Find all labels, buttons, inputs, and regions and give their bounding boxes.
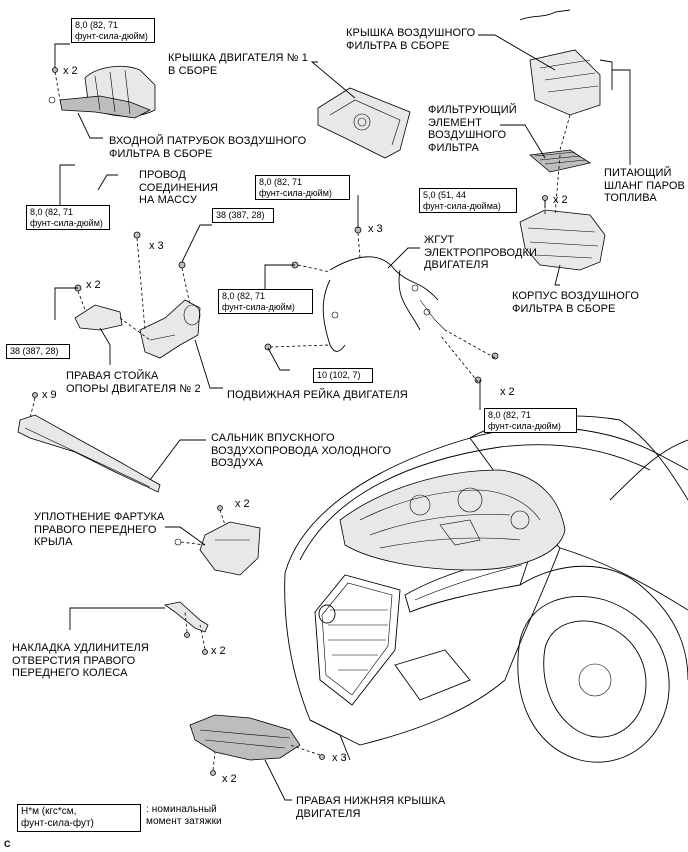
leader-lines [29,34,631,801]
label-engine-cover-no1: КРЫШКА ДВИГАТЕЛЯ № 1 В СБОРЕ [168,52,309,77]
engine-mount-stay-part [74,304,123,331]
qty-under-cover-left-bolts: x 2 [222,773,237,785]
air-cleaner-cap-part [519,9,613,116]
label-engine-mount-stay: ПРАВАЯ СТОЙКА ОПОРЫ ДВИГАТЕЛЯ № 2 [66,370,201,395]
label-ground-wire: ПРОВОД СОЕДИНЕНИЯ НА МАССУ [139,169,219,206]
qty-inlet-duct-bolts: x 2 [63,65,78,77]
legend-torque-unit-box: Н*м (кгс*см, фунт-сила-фут) [17,804,141,832]
figure-code: C [4,839,11,849]
label-air-cleaner-case: КОРПУС ВОЗДУШНОГО ФИЛЬТРА В СБОРЕ [512,290,639,315]
label-moving-control-rod: ПОДВИЖНАЯ РЕЙКА ДВИГАТЕЛЯ [227,389,408,401]
qty-harness-top-bolts: x 3 [368,223,383,235]
qty-mount-stay-bolts: x 2 [86,279,101,291]
qty-control-rod-bolts: x 3 [149,240,164,252]
label-air-filter-element: ФИЛЬТРУЮЩИЙ ЭЛЕМЕНТ ВОЗДУШНОГО ФИЛЬТРА [428,104,517,154]
qty-harness-right-bolts: x 2 [500,386,515,398]
engine-under-cover-part [189,714,301,761]
torque-box-harness-right: 8,0 (82, 71 фунт-сила-дюйм) [484,408,577,433]
qty-under-cover-right-bolts: x 3 [332,752,347,764]
qty-wheel-opening-clips: x 2 [211,645,226,657]
torque-box-harness-top: 8,0 (82, 71 фунт-сила-дюйм) [255,175,350,200]
legend-description: : номинальный момент затяжки [146,804,222,827]
label-cool-air-seal: САЛЬНИК ВПУСКНОГО ВОЗДУХОПРОВОДА ХОЛОДНО… [211,432,392,469]
torque-box-harness-10: 10 (102, 7) [313,368,373,383]
engine-cover-no1-part [317,87,411,159]
engine-wire-harness-part [322,256,446,352]
torque-box-case: 5,0 (51, 44 фунт-сила-дюйма) [419,188,517,213]
air-filter-element-part [529,149,592,173]
label-fuel-vapor-hose: ПИТАЮЩИЙ ШЛАНГ ПАРОВ ТОПЛИВА [604,167,685,204]
qty-cool-air-seal-clips: x 9 [42,389,57,401]
label-air-cleaner-cap: КРЫШКА ВОЗДУШНОГО ФИЛЬТРА В СБОРЕ [346,27,476,52]
torque-box-control-rod: 38 (387, 28) [212,208,274,223]
fender-apron-seal-part [174,521,261,576]
cool-air-intake-seal-part [17,414,161,493]
engine-moving-control-rod-part [139,299,201,359]
torque-box-harness-mid: 8,0 (82, 71 фунт-сила-дюйм) [218,289,313,314]
label-engine-wire-harness: ЖГУТ ЭЛЕКТРОПРОВОДКИ ДВИГАТЕЛЯ [424,234,537,271]
torque-box-ground-wire: 8,0 (82, 71 фунт-сила-дюйм) [26,205,110,230]
label-fender-apron-seal: УПЛОТНЕНИЕ ФАРТУКА ПРАВОГО ПЕРЕДНЕГО КРЫ… [34,511,165,548]
air-cleaner-inlet-part [48,65,156,119]
label-air-cleaner-inlet: ВХОДНОЙ ПАТРУБОК ВОЗДУШНОГО ФИЛЬТРА В СБ… [109,135,307,160]
label-engine-under-cover: ПРАВАЯ НИЖНЯЯ КРЫШКА ДВИГАТЕЛЯ [296,795,446,820]
torque-box-inlet-duct: 8,0 (82, 71 фунт-сила-дюйм) [71,18,155,43]
torque-box-mount-stay: 38 (387, 28) [6,344,70,359]
air-cleaner-case-part [519,209,606,271]
vehicle-front-illustration [284,415,688,763]
wheel-opening-extension-part [164,601,209,633]
qty-case-bolts: x 2 [553,194,568,206]
qty-fender-seal-clips: x 2 [235,498,250,510]
label-wheel-opening-extension: НАКЛАДКА УДЛИНИТЕЛЯ ОТВЕРСТИЯ ПРАВОГО ПЕ… [12,642,149,679]
